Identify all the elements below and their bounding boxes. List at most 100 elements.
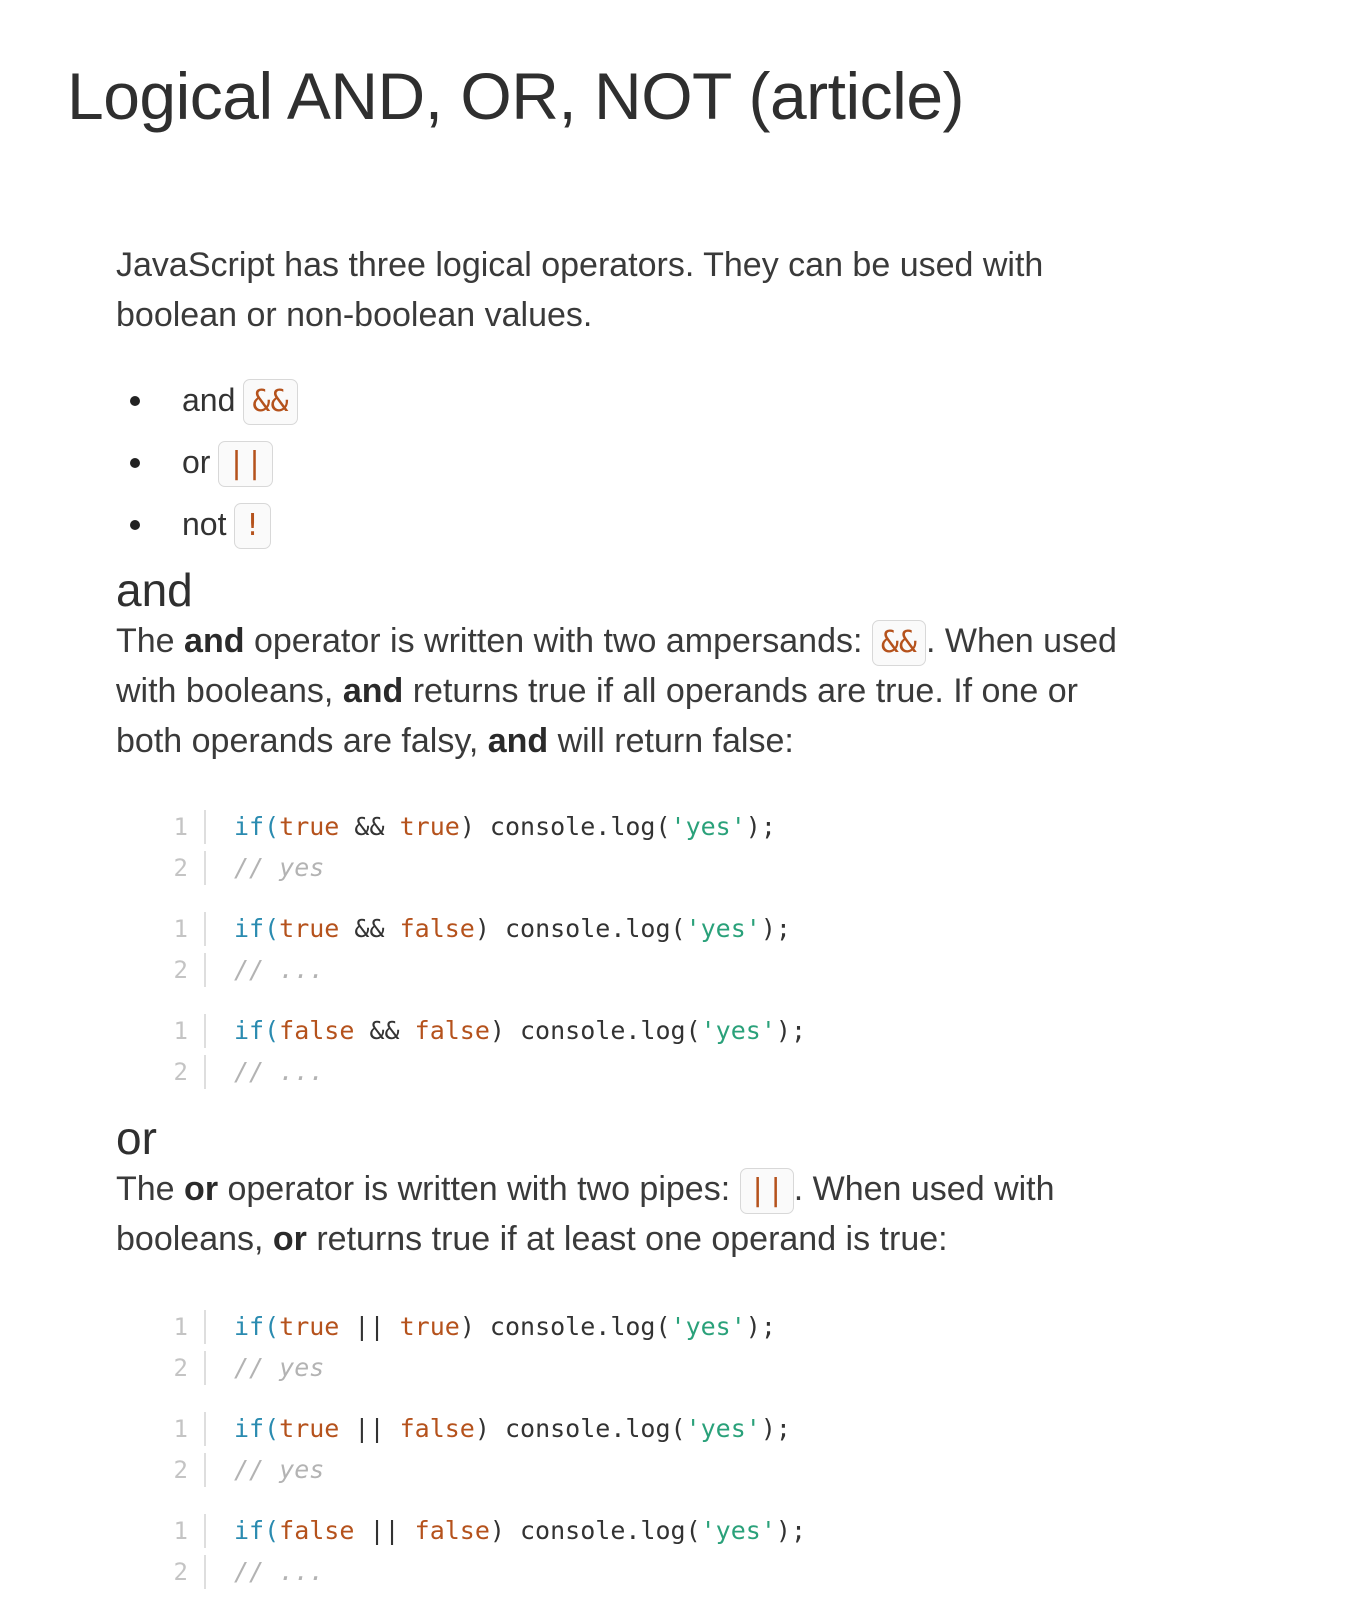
code-end: ); [775, 1016, 806, 1045]
code-call: ) console.log( [489, 1016, 701, 1045]
gutter-divider [204, 911, 206, 946]
text-span: will return false: [548, 722, 794, 760]
code-operator: && [339, 914, 400, 943]
article-body: JavaScript has three logical operators. … [116, 240, 1136, 1612]
list-item: and&& [116, 376, 1136, 438]
text-span: . When used with booleans, [116, 1170, 1055, 1258]
line-number: 1 [173, 914, 188, 943]
bold-term: and [487, 722, 549, 760]
code-boolean: false [414, 1516, 490, 1545]
code-line: 2 // ... [164, 1051, 1136, 1092]
code-boolean: true [399, 812, 460, 841]
code-end: ); [745, 812, 776, 841]
code-comment: // ... [234, 1057, 325, 1086]
code-operator: && [339, 812, 400, 841]
code-comment: // yes [234, 853, 325, 882]
line-number: 1 [173, 812, 188, 841]
gutter-divider [204, 1309, 206, 1344]
code-keyword: if( [234, 914, 280, 943]
bullet-icon [130, 396, 140, 406]
line-number: 1 [173, 1414, 188, 1443]
code-operator: && [354, 1016, 415, 1045]
code-keyword: if( [234, 812, 280, 841]
code-boolean: false [279, 1016, 355, 1045]
line-number: 2 [173, 955, 188, 984]
operator-label: or [182, 444, 211, 480]
line-number: 2 [173, 1353, 188, 1382]
text-span: returns true if at least one operand is … [306, 1220, 948, 1258]
code-operator: || [339, 1312, 400, 1341]
code-operator: || [339, 1414, 400, 1443]
code-keyword: if( [234, 1312, 280, 1341]
bullet-icon [130, 458, 140, 468]
bold-term: and [342, 672, 404, 710]
text-span: The [116, 622, 185, 660]
text-span: returns true if all operands are true. I… [116, 672, 1078, 760]
list-item: or|| [116, 438, 1136, 500]
code-keyword: if( [234, 1016, 280, 1045]
code-boolean: true [279, 914, 340, 943]
line-number: 2 [173, 1557, 188, 1586]
bold-term: and [184, 622, 245, 660]
bold-term: or [272, 1220, 307, 1258]
inline-code: || [739, 1168, 794, 1214]
code-call: ) console.log( [474, 1414, 686, 1443]
operator-list: and&& or|| not! [116, 376, 1136, 562]
inline-code: && [243, 379, 298, 425]
code-boolean: false [399, 1414, 475, 1443]
code-line: 2// ... [164, 1551, 1136, 1592]
code-call: ) console.log( [459, 812, 671, 841]
line-number: 2 [173, 1057, 188, 1086]
code-line: 2 // yes [164, 1347, 1136, 1388]
bold-term: or [184, 1170, 219, 1208]
code-keyword: if( [234, 1414, 280, 1443]
line-number: 2 [173, 1455, 188, 1484]
code-string: 'yes' [700, 1016, 776, 1045]
inline-code: || [218, 441, 273, 487]
code-string: 'yes' [685, 1414, 761, 1443]
code-comment: // ... [234, 955, 325, 984]
gutter-divider [204, 850, 206, 885]
code-end: ); [760, 914, 791, 943]
code-call: ) console.log( [489, 1516, 701, 1545]
line-number: 2 [173, 853, 188, 882]
code-example: 1 if(true || false) console.log('yes'); 2… [164, 1408, 1136, 1490]
or-paragraph: The or operator is written with two pipe… [116, 1164, 1136, 1264]
text-span: operator is written with two ampersands: [244, 622, 872, 660]
code-line: 2 // ... [164, 949, 1136, 990]
gutter-divider [204, 1013, 206, 1048]
inline-code: ! [234, 503, 271, 549]
operator-label: and [182, 382, 236, 418]
code-string: 'yes' [685, 914, 761, 943]
gutter-divider [204, 809, 206, 844]
code-comment: // yes [234, 1353, 325, 1382]
code-end: ); [775, 1516, 806, 1545]
gutter-divider [204, 1554, 206, 1589]
code-string: 'yes' [670, 812, 746, 841]
text-span: The [116, 1170, 185, 1208]
code-boolean: false [399, 914, 475, 943]
code-end: ); [760, 1414, 791, 1443]
code-boolean: true [279, 1414, 340, 1443]
code-boolean: true [399, 1312, 460, 1341]
code-line: 1 if(true || false) console.log('yes'); [164, 1408, 1136, 1449]
gutter-divider [204, 1350, 206, 1385]
gutter-divider [204, 1452, 206, 1487]
code-comment: // yes [234, 1455, 325, 1484]
code-keyword: if( [234, 1516, 280, 1545]
code-string: 'yes' [670, 1312, 746, 1341]
code-operator: || [354, 1516, 415, 1545]
and-paragraph: The and operator is written with two amp… [116, 616, 1136, 766]
